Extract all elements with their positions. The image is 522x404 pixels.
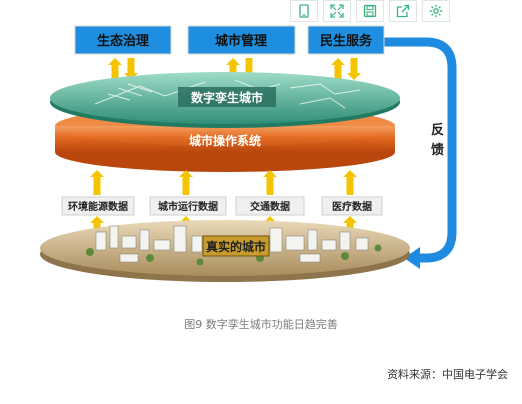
upper-arrow-ops (179, 170, 193, 195)
top-box-3-label: 民生服务 (320, 33, 373, 49)
real-city-layer: 真实的城市 (40, 220, 410, 282)
digital-twin-label: 数字孪生城市 (191, 90, 263, 105)
mid-arrows (90, 170, 357, 236)
expand-icon (330, 4, 344, 18)
top-box-1: 生态治理 (74, 25, 172, 55)
save-icon (363, 4, 377, 18)
data-source-box-0 (61, 196, 135, 216)
feedback-arrow-head (404, 247, 420, 269)
figure-caption: 图9 数字孪生城市功能日趋完善 (184, 318, 338, 331)
source-note: 资料来源：中国电子学会 (387, 368, 508, 381)
upper-arrow-env (90, 170, 104, 195)
data-source-label-3: 医疗数据 (332, 200, 372, 213)
top-box-3: 民生服务 (307, 25, 385, 55)
data-source-box-3 (321, 196, 383, 216)
data-source-box-2 (235, 196, 305, 216)
save-button[interactable] (356, 0, 384, 22)
digital-twin-diagram: 反馈 生态治理 城市管理 民生服务 城市操作系统 数字孪生城市 (40, 25, 457, 282)
top-box-2: 城市管理 (187, 25, 296, 55)
feedback-arrow (382, 37, 457, 263)
data-source-labels: 环境能源数据 城市运行数据 交通数据 医疗数据 (61, 196, 383, 216)
upper-arrow-medical (343, 170, 357, 195)
settings-button[interactable] (422, 0, 450, 22)
data-source-label-1: 城市运行数据 (158, 200, 218, 213)
toolbar (290, 0, 450, 24)
tablet-icon (299, 4, 309, 18)
city-os-label: 城市操作系统 (189, 133, 261, 148)
top-box-1-label: 生态治理 (97, 33, 149, 49)
expand-button[interactable] (323, 0, 351, 22)
digital-twin-layer: 数字孪生城市 (50, 72, 400, 128)
up-arrow-a (108, 58, 122, 80)
data-source-label-0: 环境能源数据 (68, 200, 128, 213)
top-box-2-label: 城市管理 (215, 33, 267, 49)
data-source-box-1 (149, 196, 227, 216)
share-icon (396, 4, 410, 18)
upper-arrow-traffic (263, 170, 277, 195)
down-arrow-c (347, 58, 361, 80)
up-arrow-c (331, 58, 345, 80)
data-source-label-2: 交通数据 (250, 200, 290, 213)
settings-icon (429, 4, 443, 18)
real-city-label: 真实的城市 (206, 239, 266, 254)
down-arrow-a (124, 58, 138, 80)
feedback-label: 反馈 (431, 122, 444, 158)
share-button[interactable] (389, 0, 417, 22)
tablet-button[interactable] (290, 0, 318, 22)
